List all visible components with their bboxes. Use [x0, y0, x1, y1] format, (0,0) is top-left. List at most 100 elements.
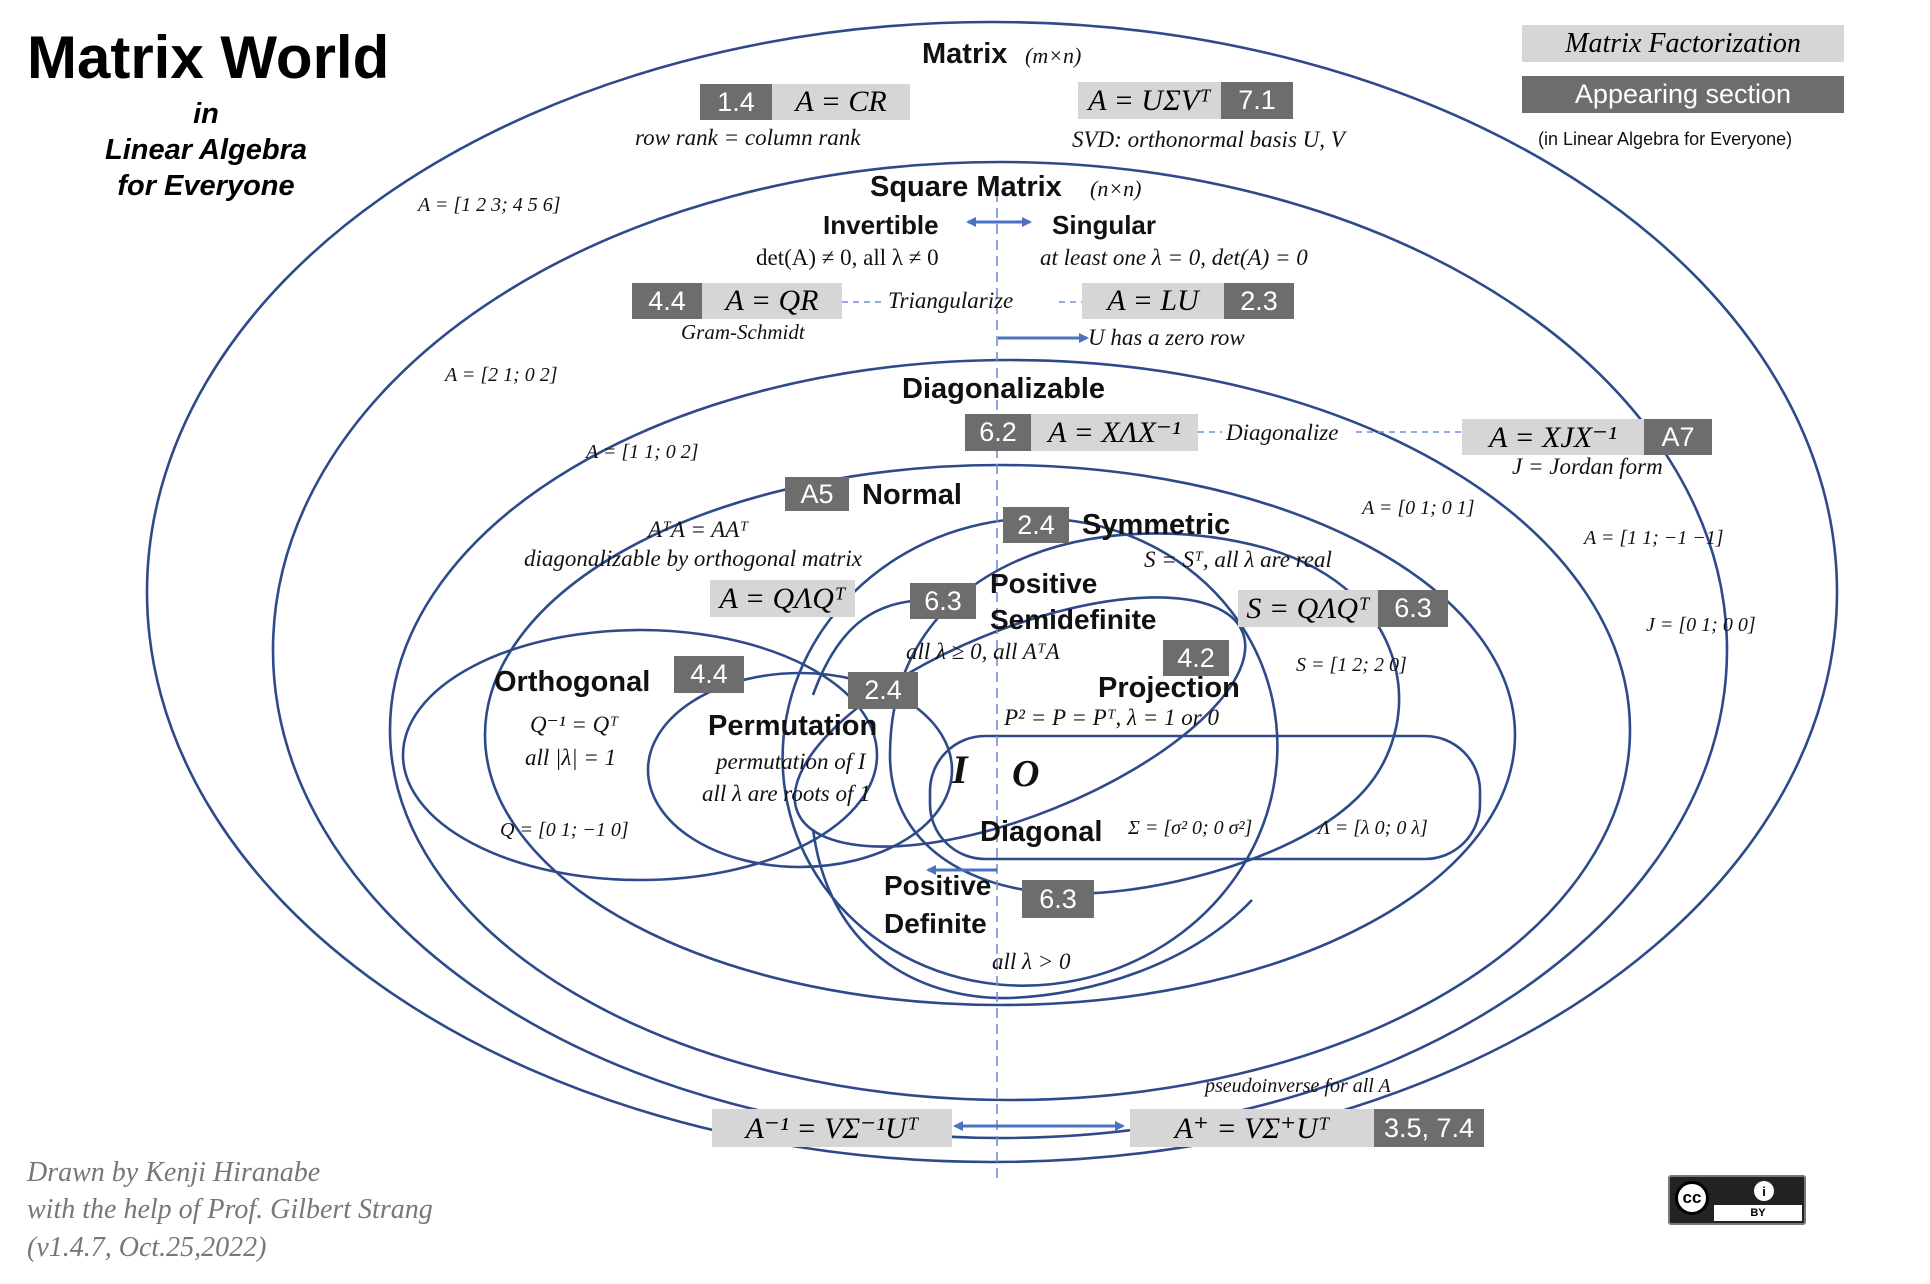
pd-section-badge: 6.3 [1022, 880, 1094, 918]
example-a-defective: A = [1 1; −1 −1] [1584, 527, 1724, 549]
diagonalizable-region [388, 358, 1632, 1102]
normal-equation: A = QΛQᵀ [710, 580, 855, 617]
projection-title: Projection [1098, 672, 1240, 704]
cc-icon: cc [1675, 1181, 1709, 1215]
square-matrix-dims: (n×n) [1090, 176, 1142, 201]
projection-region [793, 596, 1247, 848]
diagonalize-label: Diagonalize [1226, 420, 1339, 445]
example-a-nilpotent-like: A = [0 1; 0 1] [1362, 497, 1475, 519]
projection-section-badge: 4.2 [1163, 640, 1229, 676]
jordan-section-badge: A7 [1644, 419, 1712, 455]
singular-condition: at least one λ = 0, det(A) = 0 [1040, 245, 1308, 270]
pseudoinverse-section-badge: 3.5, 7.4 [1374, 1109, 1484, 1147]
orthogonal-condition: Q⁻¹ = Qᵀ [530, 712, 619, 737]
subtitle-book: Linear Algebra [105, 134, 307, 166]
triangularize-label: Triangularize [888, 288, 1014, 313]
symmetric-section-badge: 2.4 [1003, 507, 1069, 543]
subtitle-in: in [193, 98, 219, 130]
normal-title: Normal [862, 479, 962, 511]
attribution-icon: i [1754, 1181, 1774, 1201]
credit-version: (v1.4.7, Oct.25,2022) [27, 1232, 267, 1263]
invertible-label: Invertible [823, 210, 939, 240]
square-matrix-title: Square Matrix [870, 171, 1062, 203]
normal-section-badge: A5 [785, 477, 849, 511]
legend-section: Appearing section [1522, 76, 1844, 113]
subtitle-audience: for Everyone [117, 170, 295, 202]
inverse-equation: A⁻¹ = VΣ⁻¹Uᵀ [712, 1109, 952, 1147]
normal-note: diagonalizable by orthogonal matrix [524, 546, 862, 571]
positive-semidefinite-region [781, 517, 1279, 987]
symmetric-condition: S = Sᵀ, all λ are real [1144, 547, 1332, 572]
svd-note: SVD: orthonormal basis U, V [1072, 127, 1345, 152]
pd-condition: all λ > 0 [992, 949, 1071, 974]
psd-section-badge: 6.3 [910, 583, 976, 619]
singular-label: Singular [1052, 210, 1157, 240]
projection-condition: P² = P = Pᵀ, λ = 1 or 0 [1004, 705, 1219, 730]
symmetric-eq-section-badge: 6.3 [1378, 590, 1448, 627]
qr-note: Gram-Schmidt [681, 320, 805, 344]
credit-author: Drawn by Kenji Hiranabe [27, 1157, 321, 1188]
legend-note: (in Linear Algebra for Everyone) [1538, 129, 1793, 149]
diagonal-title: Diagonal [980, 816, 1103, 848]
eig-section-badge: 6.2 [965, 414, 1031, 451]
orthogonal-condition-2: all |λ| = 1 [525, 745, 617, 770]
normal-region [483, 463, 1517, 1007]
cr-note: row rank = column rank [635, 125, 861, 150]
permutation-region [646, 671, 954, 869]
jordan-equation: A = XJX⁻¹ [1462, 419, 1644, 455]
lu-note: U has a zero row [1088, 325, 1245, 350]
permutation-section-badge: 2.4 [848, 672, 918, 709]
symmetric-title: Symmetric [1082, 509, 1231, 541]
invertible-condition: det(A) ≠ 0, all λ ≠ 0 [756, 245, 939, 270]
pseudoinverse-note: pseudoinverse for all A [1205, 1075, 1391, 1097]
permutation-title: Permutation [708, 710, 878, 742]
lu-equation: A = LU [1082, 283, 1224, 319]
license-by-label: BY [1714, 1205, 1802, 1221]
psd-condition: all λ ≥ 0, all AᵀA [906, 639, 1060, 664]
lu-section-badge: 2.3 [1224, 283, 1294, 319]
orthogonal-section-badge: 4.4 [674, 656, 744, 693]
normal-condition: AᵀA = AAᵀ [648, 517, 749, 542]
orthogonal-title: Orthogonal [494, 666, 651, 698]
diagonalizable-example: A = [1 1; 0 2] [586, 441, 699, 463]
pd-title-line2: Definite [884, 908, 987, 939]
matrix-region [145, 20, 1839, 1164]
svd-equation: A = UΣVᵀ [1078, 82, 1221, 119]
zero-label: O [1012, 753, 1040, 795]
cr-section-badge: 1.4 [700, 84, 772, 120]
symmetric-equation: S = QΛQᵀ [1238, 590, 1378, 627]
example-jordan: J = [0 1; 0 0] [1646, 614, 1756, 636]
square-example: A = [2 1; 0 2] [445, 364, 558, 386]
orthogonal-region [401, 628, 879, 882]
pseudoinverse-equation: A⁺ = VΣ⁺Uᵀ [1130, 1109, 1374, 1147]
qr-equation: A = QR [702, 283, 842, 319]
psd-title-line1: Positive [990, 568, 1098, 599]
qr-section-badge: 4.4 [632, 283, 702, 319]
orthogonal-example: Q = [0 1; −1 0] [500, 819, 629, 841]
svd-section-badge: 7.1 [1221, 82, 1293, 119]
psd-title-line2: Semidefinite [990, 604, 1157, 635]
cr-equation: A = CR [772, 84, 910, 120]
diagonal-lambda: Λ = [λ 0; 0 λ] [1318, 817, 1428, 839]
symmetric-example: S = [1 2; 2 0] [1296, 654, 1407, 676]
diagonalizable-title: Diagonalizable [902, 373, 1106, 405]
pd-title-line1: Positive [884, 870, 992, 901]
permutation-note: permutation of I [716, 749, 866, 774]
permutation-note-2: all λ are roots of 1 [702, 781, 871, 806]
legend-factorization: Matrix Factorization [1522, 25, 1844, 62]
matrix-title: Matrix [922, 38, 1008, 70]
eig-equation: A = XΛX⁻¹ [1031, 414, 1198, 451]
jordan-note: J = Jordan form [1512, 454, 1663, 479]
identity-label: I [952, 747, 968, 792]
page-title: Matrix World [27, 24, 390, 91]
positive-definite-region [811, 828, 1253, 1000]
credit-help: with the help of Prof. Gilbert Strang [27, 1194, 433, 1225]
matrix-dims: (m×n) [1025, 43, 1082, 68]
matrix-example: A = [1 2 3; 4 5 6] [418, 194, 561, 216]
diagonal-sigma: Σ = [σ² 0; 0 σ²] [1128, 817, 1253, 839]
cc-license-badge: cc i BY [1668, 1175, 1806, 1225]
square-matrix-region [271, 160, 1729, 1140]
symmetric-region [888, 532, 1401, 896]
